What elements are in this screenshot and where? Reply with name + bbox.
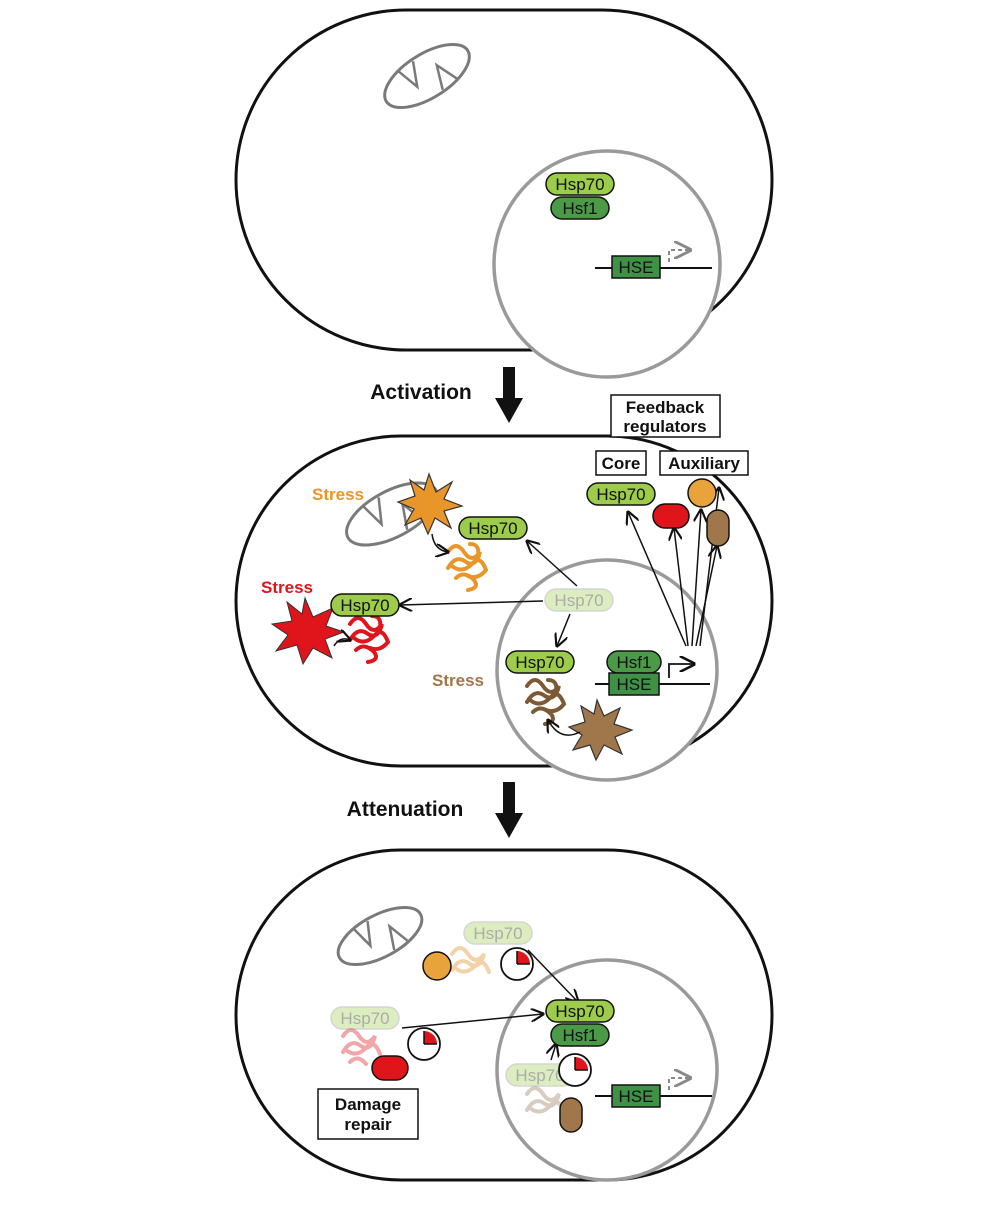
induction-arrows: [628, 488, 719, 647]
feedback-title-line1: Feedback: [626, 398, 705, 417]
refolding-protein-red: [341, 1028, 382, 1066]
binding-arrow: [333, 639, 350, 647]
hsp70-pill-core: Hsp70: [586, 482, 656, 506]
attenuation-step: Attenuation: [347, 782, 523, 838]
feedback-title-line2: regulators: [623, 417, 706, 436]
feedback-regulators-box: Feedback regulators: [610, 394, 721, 438]
hsf1-pill: Hsf1: [550, 1023, 610, 1047]
auxiliary-regulator-orange-icon: [422, 951, 452, 981]
misfolded-protein-red: [348, 614, 391, 664]
hsp70-pill-faded: Hsp70: [330, 1006, 400, 1030]
stress-label-brown: Stress: [432, 671, 484, 690]
hse-gene: HSE: [595, 1078, 712, 1108]
timer-icon: [500, 947, 534, 981]
cell-activated: Stress Stress Stress Hsp70: [234, 394, 774, 782]
damage-repair-line1: Damage: [335, 1095, 401, 1114]
damage-repair-box: Damage repair: [317, 1088, 419, 1140]
auxiliary-box: Auxiliary: [659, 450, 749, 476]
damage-repair-line2: repair: [344, 1115, 392, 1134]
mitochondrion: [336, 906, 424, 966]
hsp70-pill-nucleus: Hsp70: [505, 650, 575, 674]
timer-icon: [407, 1027, 441, 1061]
activation-arrow-icon: [495, 367, 523, 423]
auxiliary-regulator-red-icon: [652, 503, 690, 529]
hse-label: HSE: [619, 1087, 654, 1106]
hse-label: HSE: [617, 675, 652, 694]
hsp70-label: Hsp70: [515, 653, 564, 672]
hse-gene: HSE: [595, 250, 712, 279]
stress-label-orange: Stress: [312, 485, 364, 504]
return-arrow: [401, 1014, 543, 1029]
activation-step: Activation: [370, 367, 523, 423]
hse-box: [608, 672, 660, 696]
hsf1-label: Hsf1: [617, 653, 652, 672]
binding-arrow: [431, 533, 448, 552]
hsf1-pill: Hsf1: [550, 196, 610, 220]
hsp70-label: Hsp70: [555, 175, 604, 194]
attenuation-arrow-icon: [495, 782, 523, 838]
redistribution-arrow: [527, 541, 578, 587]
hsp70-label: Hsp70: [515, 1066, 564, 1085]
cell-resting: Hsp70 Hsf1 HSE: [234, 8, 774, 379]
timer-icon: [558, 1053, 592, 1087]
hsp70-pill-released: Hsp70: [544, 588, 614, 612]
auxiliary-regulator-brown-icon: [706, 509, 730, 547]
hsp70-pill: Hsp70: [545, 172, 615, 196]
auxiliary-regulator-orange-icon: [687, 478, 717, 508]
auxiliary-regulator-red-icon: [371, 1055, 409, 1081]
hsp70-pill-faded: Hsp70: [463, 921, 533, 945]
hsp70-label: Hsp70: [468, 519, 517, 538]
activation-label: Activation: [370, 381, 472, 404]
stress-star-red-icon: [270, 596, 346, 666]
redistribution-arrow: [400, 601, 544, 605]
return-arrow: [551, 1044, 556, 1061]
hsp70-label: Hsp70: [554, 591, 603, 610]
hsp70-label: Hsp70: [473, 924, 522, 943]
hse-gene: Hsf1 HSE: [595, 650, 710, 696]
hsp70-label: Hsp70: [555, 1002, 604, 1021]
auxiliary-label: Auxiliary: [668, 454, 740, 473]
attenuation-label: Attenuation: [347, 798, 464, 821]
active-transcription-arrow: [668, 664, 694, 678]
hse-label: HSE: [619, 258, 654, 277]
stress-star-orange-icon: [396, 472, 464, 536]
mitochondrion: [383, 42, 471, 110]
inactive-transcription-arrow: [668, 250, 690, 262]
core-box: Core: [595, 450, 647, 476]
refolding-protein-orange: [450, 946, 491, 974]
redistribution-arrow: [557, 613, 571, 646]
core-label: Core: [602, 454, 641, 473]
misfolded-protein-orange: [446, 542, 489, 592]
inactive-transcription-arrow: [668, 1078, 690, 1090]
hsp70-pill: Hsp70: [545, 999, 615, 1023]
hsp70-label: Hsp70: [340, 1009, 389, 1028]
stress-label-red: Stress: [261, 578, 313, 597]
hsp70-pill-cytoplasm-left: Hsp70: [330, 593, 400, 617]
auxiliary-regulator-brown-icon: [559, 1097, 583, 1133]
hsp70-label: Hsp70: [596, 485, 645, 504]
hsf1-label: Hsf1: [563, 199, 598, 218]
hsf1-label: Hsf1: [563, 1026, 598, 1045]
hsp70-pill-faded: Hsp70: [505, 1063, 575, 1087]
hsp70-pill-cytoplasm-top: Hsp70: [458, 516, 528, 540]
stress-star-brown-icon: [567, 698, 634, 762]
hsp70-label: Hsp70: [340, 596, 389, 615]
cell-attenuated: Hsp70 Hsp70 Hsp70: [234, 848, 774, 1182]
binding-arrow: [548, 720, 581, 736]
return-arrow: [527, 949, 578, 1002]
